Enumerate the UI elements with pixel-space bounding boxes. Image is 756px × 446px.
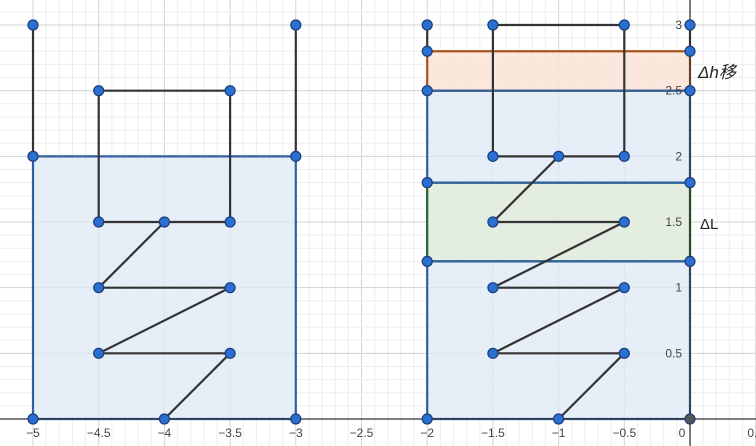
vertex-point xyxy=(27,19,39,31)
x-tick-label: −0.5 xyxy=(612,426,636,440)
vertex-point xyxy=(684,19,696,31)
y-tick-label: 3 xyxy=(675,18,682,32)
vertex-point xyxy=(421,85,433,97)
x-tick-label: −3 xyxy=(289,426,303,440)
y-tick-label: 0.5 xyxy=(665,346,682,360)
vertex-point xyxy=(684,255,696,268)
vertex-point xyxy=(552,150,565,162)
vertex-point xyxy=(684,85,696,97)
y-tick-label: 1 xyxy=(675,281,682,295)
vertex-point xyxy=(290,150,302,162)
vertex-point xyxy=(224,85,236,97)
vertex-point xyxy=(618,19,630,31)
x-tick-label: −1 xyxy=(552,426,566,440)
vertex-point xyxy=(487,216,499,228)
vertex-point xyxy=(93,282,105,294)
vertex-point xyxy=(684,45,696,57)
vertex-point xyxy=(93,216,105,228)
vertex-point xyxy=(93,85,105,97)
vertex-point xyxy=(618,282,630,294)
x-tick-label: 0 xyxy=(679,426,686,440)
x-tick-label: −3.5 xyxy=(218,426,242,440)
origin-point xyxy=(684,413,696,425)
vertex-point xyxy=(421,45,433,57)
y-tick-label: 2.5 xyxy=(665,84,682,98)
vertex-point xyxy=(618,347,630,359)
y-tick-label: 1.5 xyxy=(665,215,682,229)
vertex-point xyxy=(290,413,302,425)
vertex-point xyxy=(487,282,499,294)
vertex-point xyxy=(158,216,170,228)
delta-l-label: ΔL xyxy=(700,216,718,233)
x-tick-label: −4.5 xyxy=(87,426,111,440)
vertex-point xyxy=(552,413,565,425)
vertex-point xyxy=(27,413,39,425)
vertex-point xyxy=(487,19,499,31)
points xyxy=(27,19,696,425)
vertex-point xyxy=(487,150,499,162)
vertex-point xyxy=(290,19,302,31)
x-tick-label: −2 xyxy=(420,426,434,440)
vertex-point xyxy=(421,413,433,425)
vertex-point xyxy=(224,216,236,228)
x-tick-label: −2.5 xyxy=(350,426,374,440)
vertex-point xyxy=(224,347,236,359)
y-tick-label: 2 xyxy=(675,149,682,163)
vertex-point xyxy=(618,150,630,162)
x-tick-label: −5 xyxy=(26,426,40,440)
vertex-point xyxy=(684,177,696,189)
vertex-point xyxy=(27,150,39,162)
vertex-point xyxy=(618,216,630,228)
tick-labels: −5 −4.5 −4 −3.5 −3 −2.5 −2 −1.5 −1 −0.5 0 0.5 0.5 1 1.… xyxy=(26,18,756,440)
vertex-point xyxy=(421,255,433,268)
vertex-point xyxy=(158,413,170,425)
orange-band xyxy=(426,50,692,92)
vertex-point xyxy=(487,347,499,359)
vertex-point xyxy=(93,347,105,359)
x-tick-label: −1.5 xyxy=(481,426,505,440)
x-tick-label: −4 xyxy=(158,426,172,440)
vertex-point xyxy=(224,282,236,294)
x-tick-label: 0.5 xyxy=(747,426,756,440)
vertex-point xyxy=(421,177,433,189)
delta-h-label: Δh移 xyxy=(697,63,738,82)
vertex-point xyxy=(421,19,433,31)
